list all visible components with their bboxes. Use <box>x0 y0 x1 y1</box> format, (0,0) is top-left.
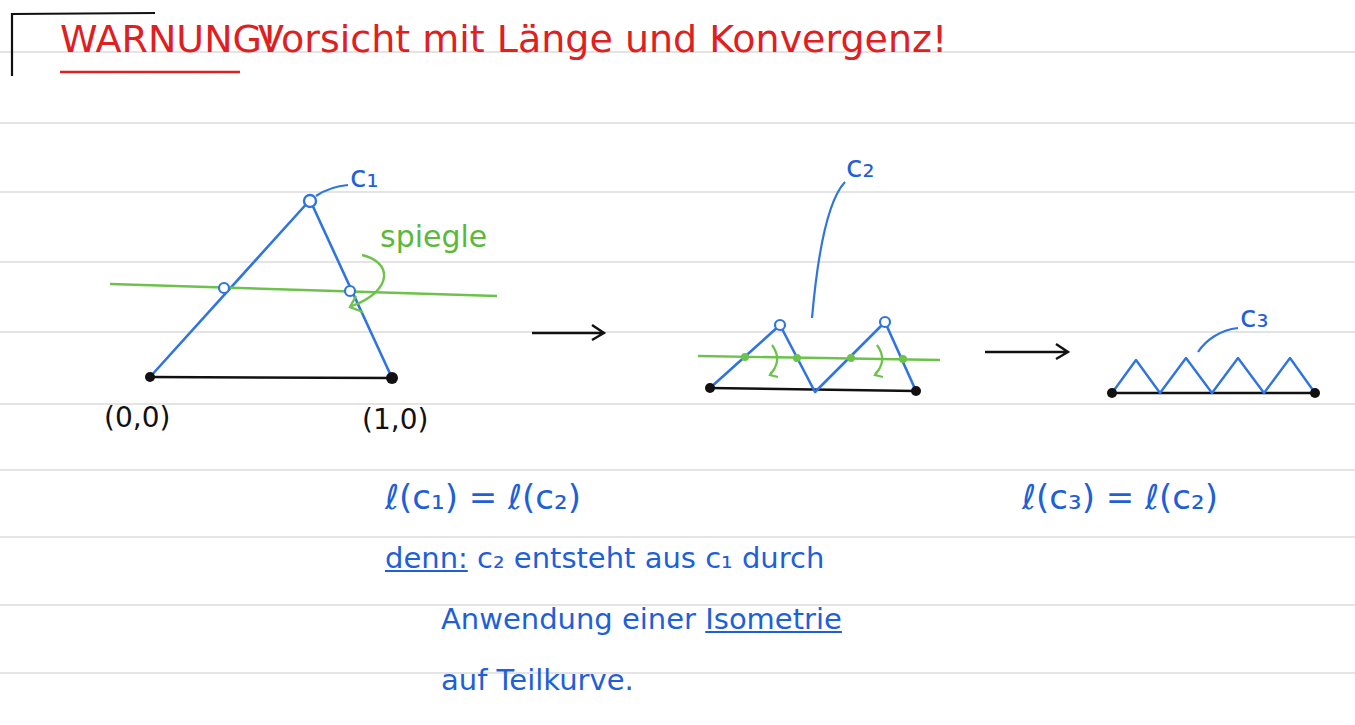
arrow-head <box>350 296 363 312</box>
transition-arrow <box>985 344 1068 359</box>
curve-label: c₂ <box>846 150 875 185</box>
underlined-word: Isometrie <box>705 602 842 636</box>
mirror-line <box>110 284 497 296</box>
intersection-dot <box>345 286 355 296</box>
endpoint <box>911 386 921 396</box>
mirror-arrow <box>352 255 384 306</box>
apex-dot <box>880 317 890 327</box>
intersection-dot <box>219 283 229 293</box>
intersection-dot <box>741 353 749 361</box>
endpoint <box>386 372 398 384</box>
base-segment <box>150 377 392 378</box>
mirror-arrow <box>770 345 778 377</box>
underlined-word: denn: <box>385 541 468 575</box>
point-label: (1,0) <box>362 404 428 436</box>
mirror-arrow <box>875 345 883 377</box>
leader-line <box>1198 328 1238 352</box>
underline <box>60 71 240 74</box>
intersection-dot <box>847 354 855 362</box>
intersection-dot <box>793 354 801 362</box>
intersection-dot <box>899 355 907 363</box>
length-equation: ℓ(c₃) = ℓ(c₂) <box>1022 478 1218 517</box>
endpoint <box>705 383 715 393</box>
explanation: denn: c₂ entsteht aus c₁ durch Anwendung… <box>385 528 865 711</box>
apex-dot <box>775 320 785 330</box>
curve-label: c₁ <box>350 160 379 195</box>
warning-text: Vorsicht mit Länge und Konvergenz! <box>258 18 947 62</box>
point-label: (0,0) <box>104 402 170 434</box>
endpoint <box>1107 388 1117 398</box>
explanation-text: auf Teilkurve. <box>441 663 634 697</box>
leader-line <box>812 182 845 318</box>
mirror-label: spiegle <box>380 220 487 255</box>
apex-dot <box>304 195 316 207</box>
curve-c3 <box>1112 358 1315 393</box>
curve-label: c₃ <box>1240 300 1269 335</box>
length-equation: ℓ(c₁) = ℓ(c₂) <box>385 478 581 517</box>
endpoint <box>145 372 155 382</box>
transition-arrow <box>532 325 604 340</box>
warning-word: WARNUNG! <box>60 18 277 62</box>
leader-line <box>316 185 348 196</box>
ruled-lines <box>0 52 1355 673</box>
endpoint <box>1310 388 1320 398</box>
